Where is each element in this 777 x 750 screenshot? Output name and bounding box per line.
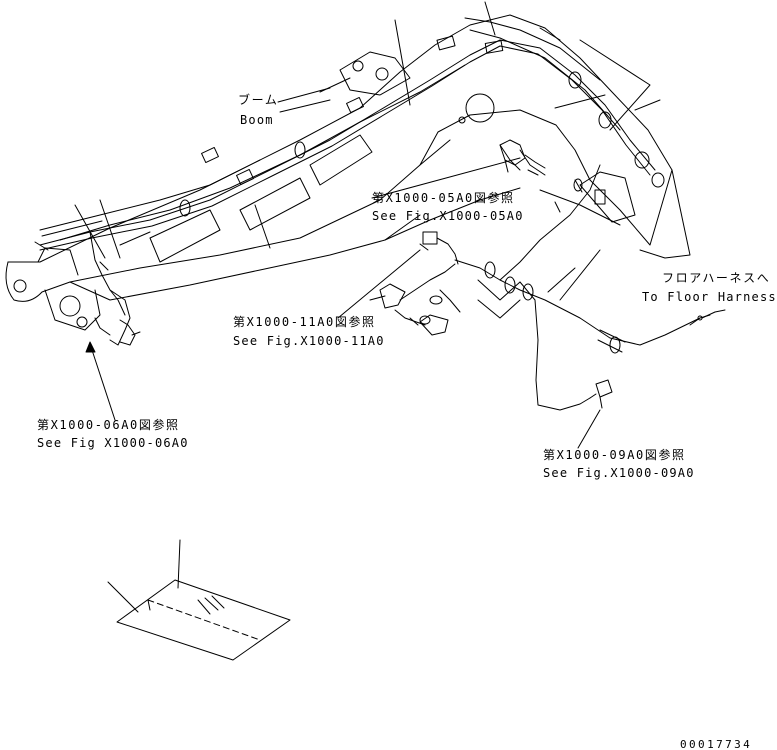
ref-05-label-en: See Fig.X1000-05A0 <box>372 209 524 223</box>
boom-outline <box>5 14 691 331</box>
boom-harness <box>34 17 665 346</box>
floor-harness-label-en: To Floor Harness <box>642 290 777 304</box>
connector-09 <box>589 379 613 409</box>
floor-harness-label-jp: フロアハーネスへ <box>662 271 771 285</box>
parts-bag <box>107 539 291 661</box>
ref-06-label-en: See Fig X1000-06A0 <box>37 436 189 450</box>
ref-11-label-en: See Fig.X1000-11A0 <box>233 334 385 348</box>
ref-11-label-jp: 第X1000-11A0図参照 <box>233 315 376 329</box>
ref-09-label-en: See Fig.X1000-09A0 <box>543 466 695 480</box>
ref-06-label-jp: 第X1000-06A0図参照 <box>37 418 180 432</box>
ref-09-label-jp: 第X1000-09A0図参照 <box>543 448 686 462</box>
connector-bracket <box>554 171 636 223</box>
sensor-group-11 <box>369 231 461 336</box>
leader-lines <box>74 1 726 449</box>
sensor-06 <box>94 317 141 346</box>
connector-05 <box>499 139 546 176</box>
ref-05-label-jp: 第X1000-05A0図参照 <box>372 191 515 205</box>
boom-label-en: Boom <box>240 113 274 127</box>
drawing-number: 00017734 <box>680 738 753 750</box>
floor-harness <box>454 144 716 411</box>
boom-cylinder-pin <box>465 93 495 123</box>
foot-bracket <box>59 295 81 317</box>
boom-label-jp: ブーム <box>238 93 279 107</box>
boom-foot-pin <box>13 279 27 293</box>
